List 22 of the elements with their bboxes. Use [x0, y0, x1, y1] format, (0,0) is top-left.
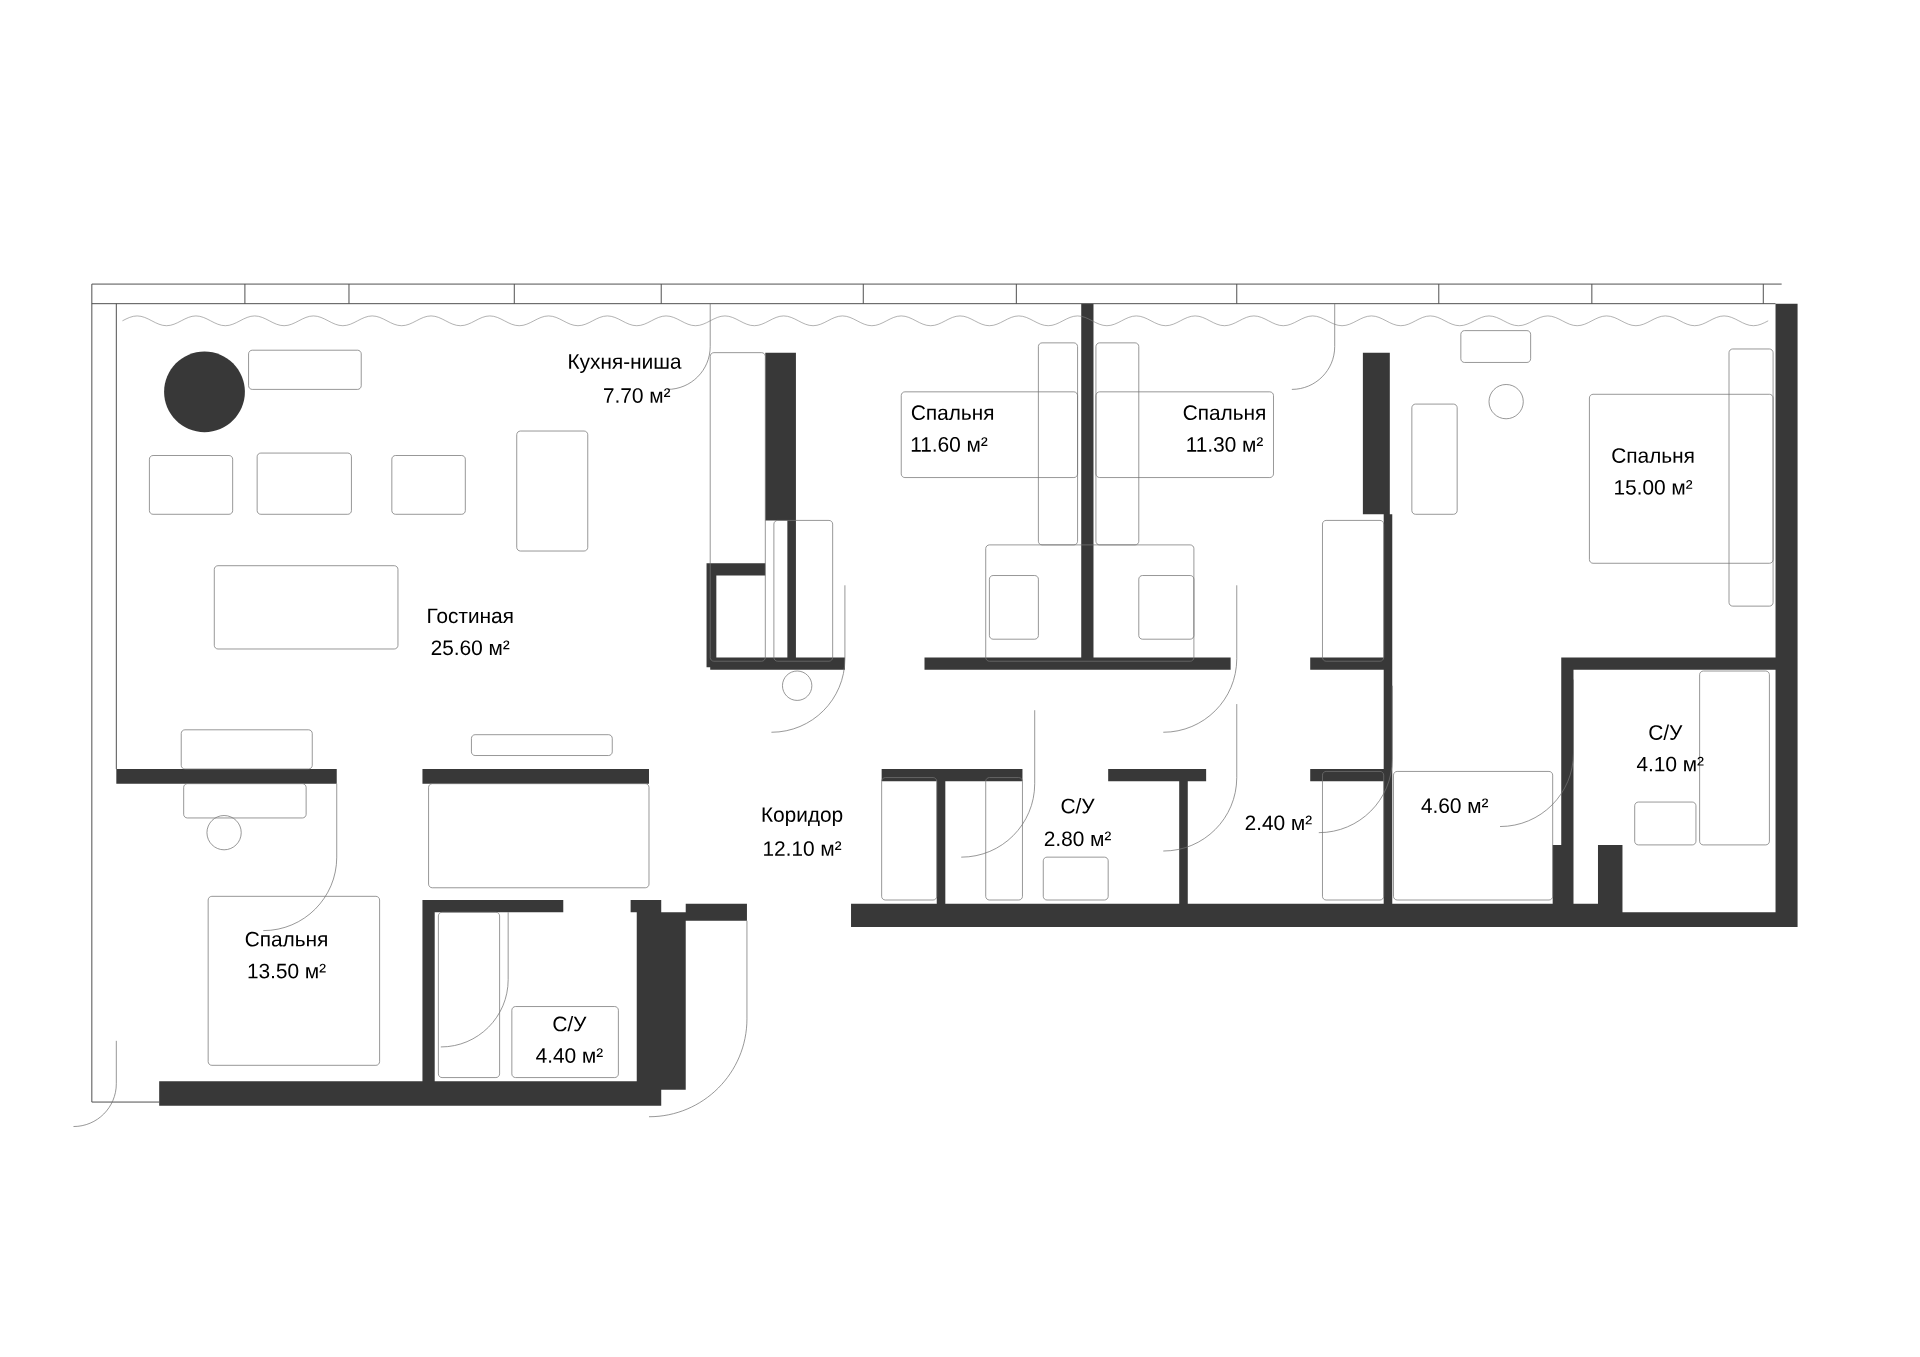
room-label: С/У [1061, 798, 1095, 814]
room-label: 2.80 м² [1044, 831, 1111, 847]
room-label: С/У [1649, 724, 1683, 741]
room-label: 12.10 м² [764, 841, 842, 857]
room-label: 7.70 м² [604, 388, 671, 403]
room-label: Спальня [1612, 448, 1694, 463]
room-label: 25.60 м² [431, 640, 510, 656]
room-label: Спальня [245, 931, 327, 947]
room-label: Спальня [911, 405, 994, 421]
room-label: 11.60 м² [911, 437, 988, 452]
room-label: Кухня-ниша [569, 354, 682, 374]
room-label: Гостиная [428, 608, 513, 624]
room-label: Коридор [762, 807, 843, 827]
room-label: 11.30 м² [1187, 437, 1263, 452]
room-label: 15.00 м² [1615, 480, 1693, 495]
room-label: 4.60 м² [1421, 798, 1489, 814]
room-label: 2.40 м² [1245, 815, 1312, 831]
room-label: С/У [553, 1016, 587, 1032]
room-label: Спальня [1183, 405, 1265, 421]
room-label: 4.40 м² [536, 1048, 603, 1064]
room-label: 13.50 м² [248, 963, 326, 979]
room-label: 4.10 м² [1636, 756, 1704, 772]
